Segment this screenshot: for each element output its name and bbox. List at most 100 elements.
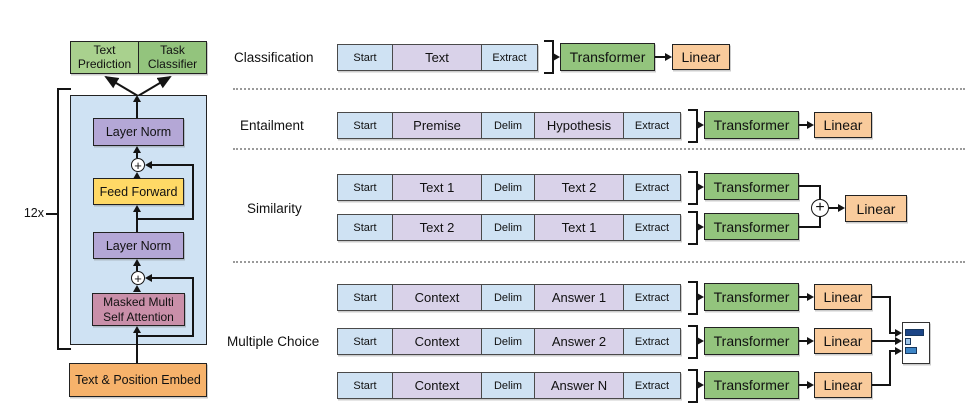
classification-token-strip: Start Text Extract: [337, 44, 538, 71]
masked-attention-line2: Self Attention: [103, 309, 174, 324]
similarity-token-strip-2: Start Text 2 Delim Text 1 Extract: [337, 214, 681, 241]
connector-line: [819, 217, 821, 228]
connector-line: [829, 207, 838, 209]
residual-add-top-icon: +: [131, 158, 145, 172]
arrowhead: [133, 259, 141, 266]
multiple-choice-transformer-box-2: Transformer: [704, 327, 799, 355]
connector-line: [799, 226, 821, 228]
connector-line: [872, 296, 891, 298]
residual-line: [137, 218, 194, 220]
entailment-token-strip: Start Premise Delim Hypothesis Extract: [337, 112, 681, 139]
classification-transformer-box: Transformer: [560, 43, 655, 71]
arrowhead: [697, 337, 704, 345]
arrowhead: [133, 146, 141, 153]
arrowhead: [895, 329, 902, 337]
residual-line: [192, 277, 194, 337]
connector-line: [799, 384, 808, 386]
score-bar-1: [905, 329, 924, 336]
token-answerN: Answer N: [535, 373, 624, 398]
connector-line: [872, 340, 896, 342]
multiple-choice-linear-box-1: Linear: [814, 284, 872, 310]
connector-line: [799, 340, 808, 342]
arrowhead: [807, 381, 814, 389]
connector-line: [872, 384, 891, 386]
split-arrows: [104, 75, 172, 97]
similarity-linear-box: Linear: [845, 195, 907, 222]
multiple-choice-token-strip-2: Start Context Delim Answer 2 Extract: [337, 328, 681, 355]
residual-line: [152, 164, 194, 166]
arrowhead: [807, 293, 814, 301]
connector-line: [889, 350, 896, 352]
entailment-label: Entailment: [240, 118, 304, 133]
residual-line: [137, 335, 194, 337]
arrowhead: [133, 326, 141, 333]
score-bar-3: [905, 347, 917, 354]
similarity-label: Similarity: [247, 201, 302, 216]
classification-label: Classification: [234, 50, 314, 65]
arrowhead: [133, 172, 141, 179]
token-answer1: Answer 1: [535, 285, 624, 310]
token-text1: Text 1: [393, 175, 482, 200]
arrowhead: [807, 121, 814, 129]
residual-line: [192, 164, 194, 220]
output-heads: Text Prediction Task Classifier: [70, 41, 207, 74]
similarity-token-strip-1: Start Text 1 Delim Text 2 Extract: [337, 174, 681, 201]
connector-line: [136, 265, 138, 271]
residual-line: [152, 277, 194, 279]
arrowhead: [145, 274, 152, 282]
task-classifier-box: Task Classifier: [138, 42, 206, 73]
token-context: Context: [393, 329, 482, 354]
connector-line: [136, 211, 138, 232]
connector-line: [819, 185, 821, 199]
token-start: Start: [338, 113, 393, 138]
token-text2: Text 2: [393, 215, 482, 240]
token-start: Start: [338, 45, 393, 70]
connector-line: [136, 152, 138, 158]
token-extract: Extract: [482, 45, 537, 70]
separator: [233, 261, 965, 263]
arrowhead: [697, 223, 704, 231]
arrowhead: [895, 337, 902, 345]
token-extract: Extract: [624, 113, 680, 138]
token-text2: Text 2: [535, 175, 624, 200]
multiple-choice-linear-box-2: Linear: [814, 328, 872, 354]
token-hypothesis: Hypothesis: [535, 113, 624, 138]
arrowhead: [697, 183, 704, 191]
multiple-choice-transformer-box-3: Transformer: [704, 371, 799, 399]
multiple-choice-token-strip-3: Start Context Delim Answer N Extract: [337, 372, 681, 399]
arrowhead: [697, 293, 704, 301]
connector-line: [889, 332, 896, 334]
token-premise: Premise: [393, 113, 482, 138]
token-text1: Text 1: [535, 215, 624, 240]
token-start: Start: [338, 175, 393, 200]
feed-forward-box: Feed Forward: [93, 178, 184, 205]
embed-box: Text & Position Embed: [69, 363, 207, 397]
multiple-choice-transformer-box-1: Transformer: [704, 283, 799, 311]
multiple-choice-token-strip-1: Start Context Delim Answer 1 Extract: [337, 284, 681, 311]
arrowhead: [697, 381, 704, 389]
token-delim: Delim: [482, 215, 535, 240]
classification-linear-box: Linear: [672, 44, 730, 70]
token-context: Context: [393, 285, 482, 310]
connector-line: [799, 296, 808, 298]
token-delim: Delim: [482, 113, 535, 138]
arrowhead: [807, 337, 814, 345]
connector-line: [136, 332, 138, 363]
token-delim: Delim: [482, 373, 535, 398]
token-delim: Delim: [482, 329, 535, 354]
token-start: Start: [338, 285, 393, 310]
repeat-bracket-tick: [46, 213, 57, 215]
layer-norm-bottom-box: Layer Norm: [93, 232, 184, 259]
token-context: Context: [393, 373, 482, 398]
residual-add-bottom-icon: +: [131, 271, 145, 285]
multiple-choice-linear-box-3: Linear: [814, 372, 872, 398]
connector-line: [799, 185, 821, 187]
token-extract: Extract: [624, 215, 680, 240]
similarity-add-icon: +: [811, 199, 829, 217]
connector-line: [799, 124, 808, 126]
token-extract: Extract: [624, 329, 680, 354]
token-delim: Delim: [482, 175, 535, 200]
masked-attention-box: Masked Multi Self Attention: [92, 293, 185, 326]
connector-line: [655, 56, 666, 58]
arrowhead: [895, 347, 902, 355]
